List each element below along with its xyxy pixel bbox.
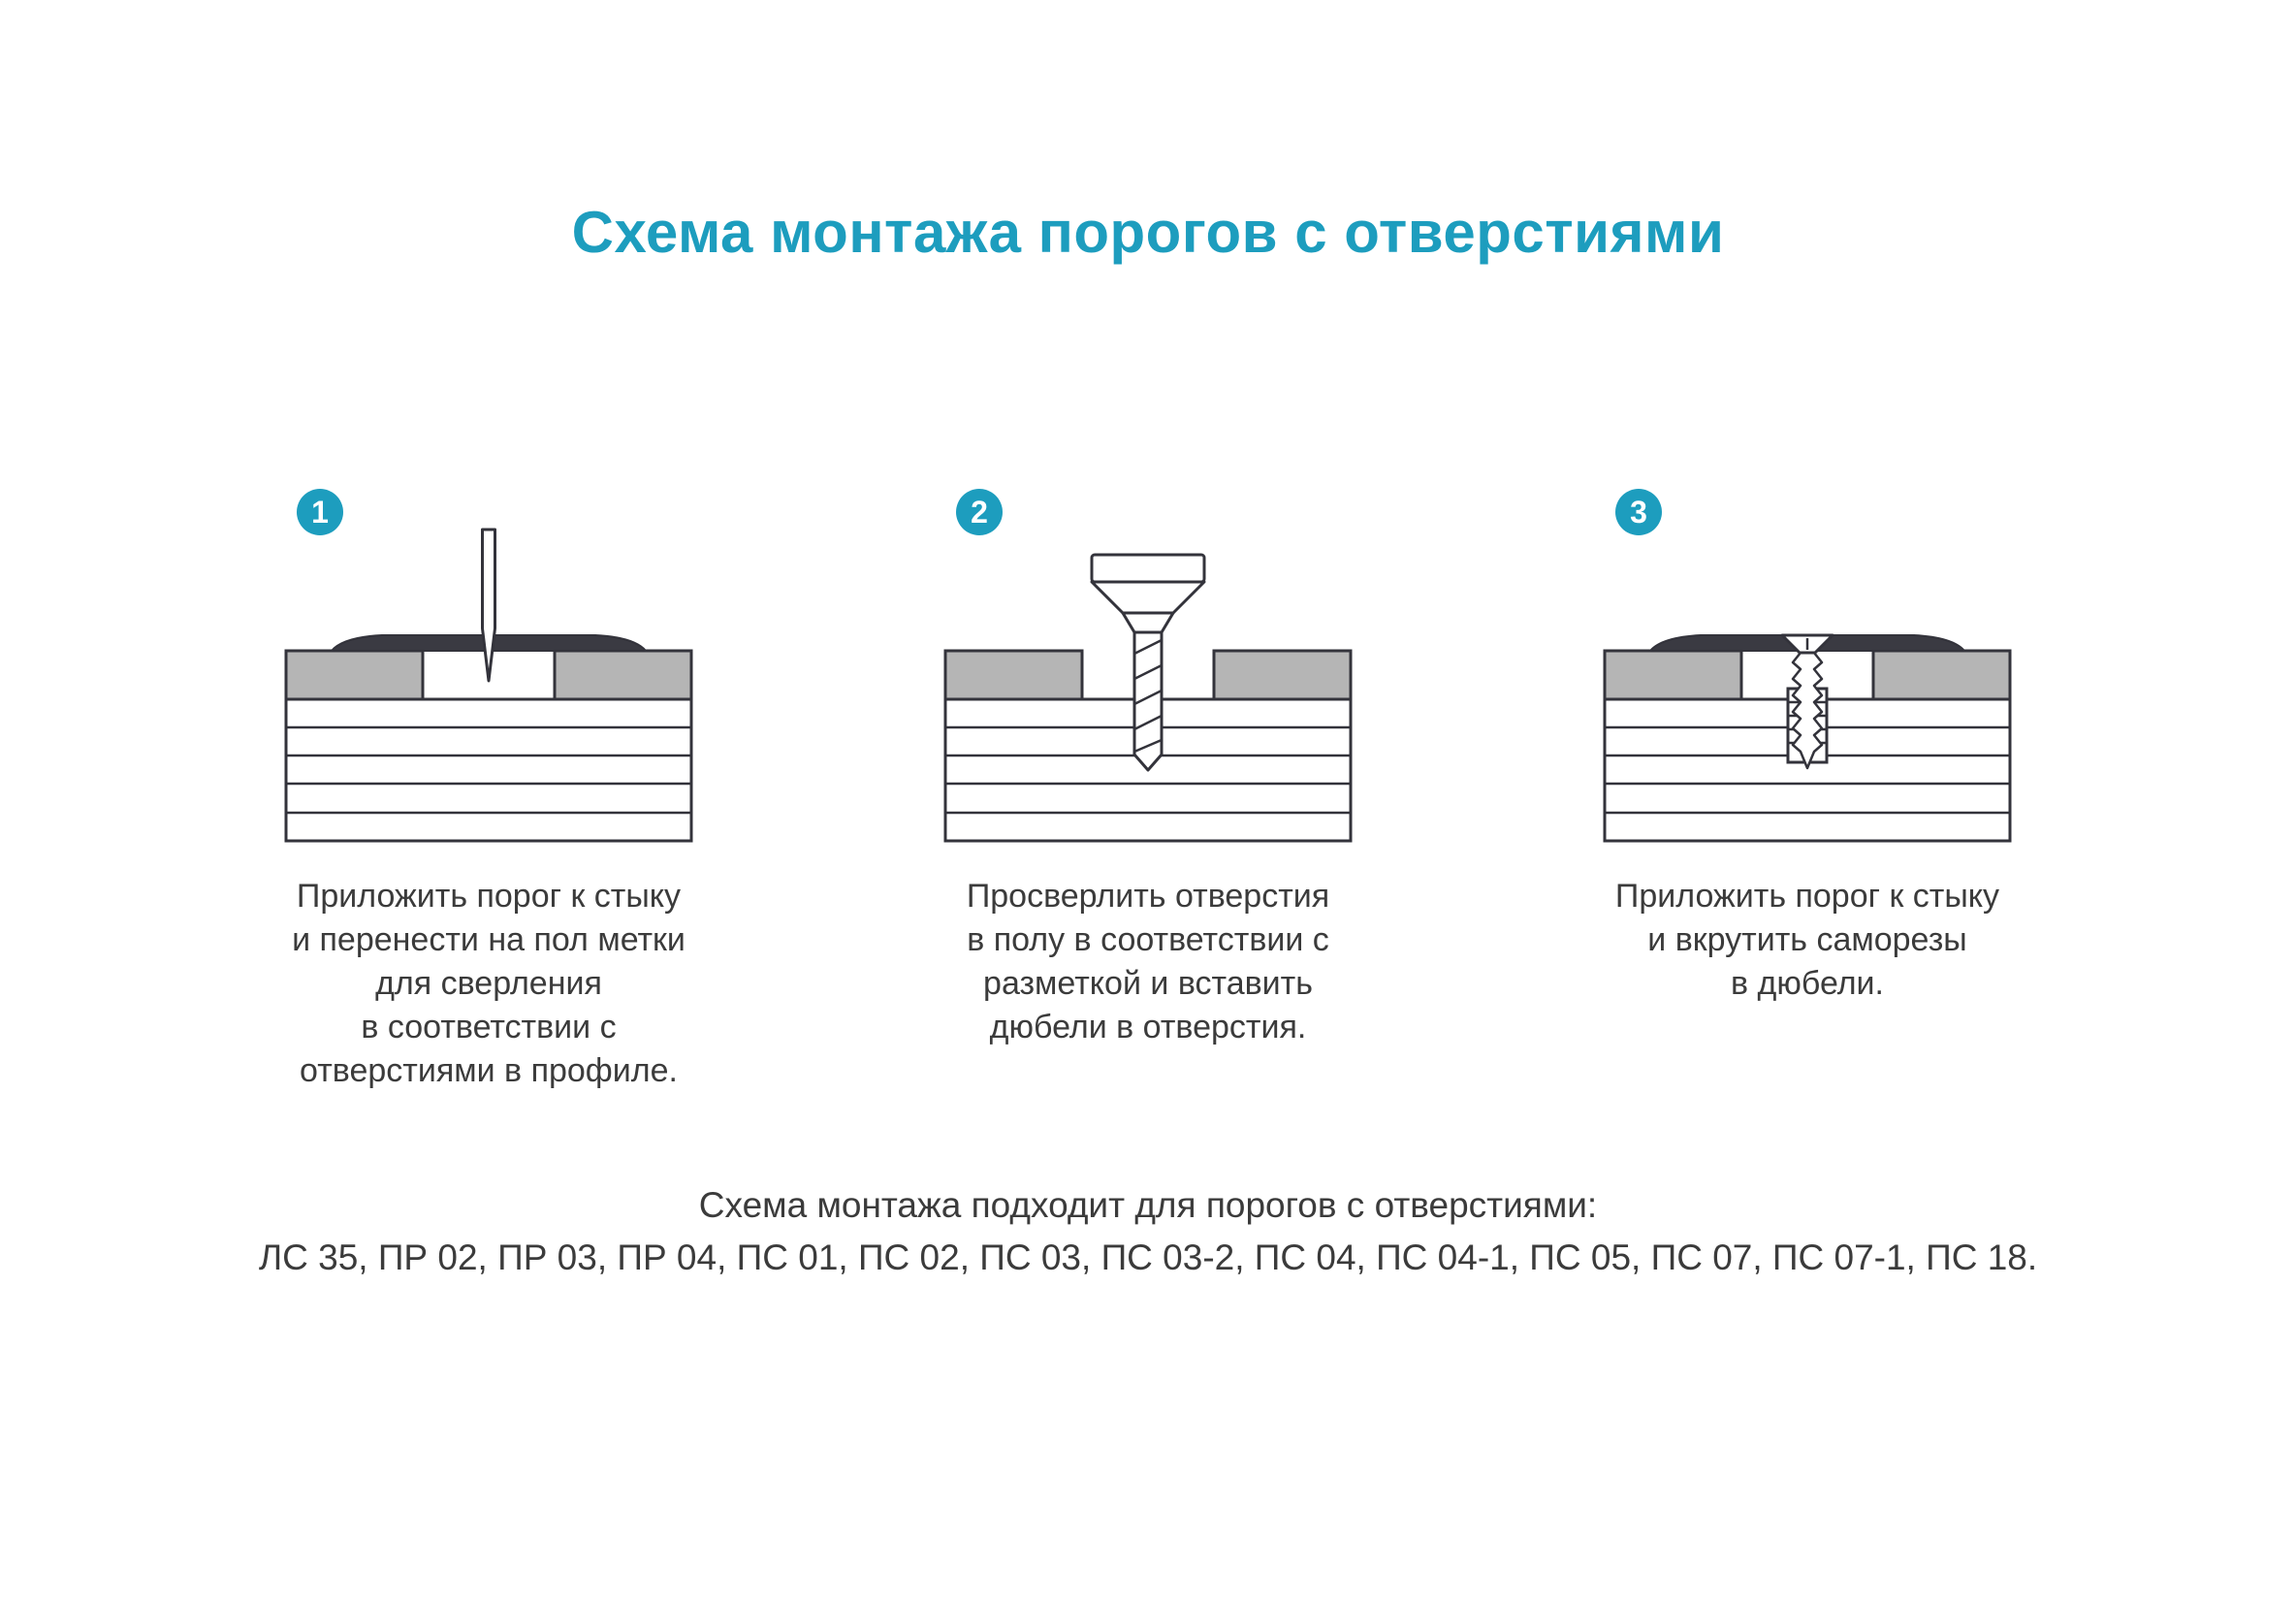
step-2-caption: Просверлить отверстия в полу в соответст… — [966, 878, 1330, 1045]
marking-awl-icon — [481, 528, 496, 683]
floor-covering-right — [1212, 649, 1353, 701]
step-1: 1 Приложить порог к стыку и перенести на… — [275, 489, 702, 1092]
step-1-diagram — [284, 528, 693, 843]
step-3-caption: Приложить порог к стыку и вкрутить самор… — [1614, 878, 2000, 1002]
footer-note: Схема монтажа подходит для порогов с отв… — [0, 1179, 2296, 1283]
step-1-number-badge: 1 — [297, 489, 343, 535]
step-1-number: 1 — [311, 494, 329, 530]
screw-thread — [1791, 651, 1824, 770]
floor-covering-left — [284, 649, 425, 701]
drill-bit-icon — [1132, 630, 1164, 772]
steps-row: 1 Приложить порог к стыку и перенести на… — [0, 489, 2296, 1092]
step-3-diagram — [1603, 633, 2012, 843]
step-2-number-badge: 2 — [956, 489, 1003, 535]
step-3: 3 — [1594, 489, 2021, 1092]
footer-line-1: Схема монтажа подходит для порогов с отв… — [698, 1185, 1598, 1226]
step-3-number-badge: 3 — [1615, 489, 1662, 535]
step-2-number: 2 — [971, 494, 988, 530]
floor-covering-left — [943, 649, 1084, 701]
footer-line-2: ЛС 35, ПР 02, ПР 03, ПР 04, ПС 01, ПС 02… — [258, 1238, 2038, 1278]
step-2-diagram — [943, 553, 1353, 843]
step-3-number: 3 — [1630, 494, 1647, 530]
floor-covering-right — [1871, 649, 2012, 701]
screw-icon — [1780, 633, 1834, 770]
subfloor-layers — [284, 697, 693, 843]
step-1-caption: Приложить порог к стыку и перенести на п… — [292, 878, 686, 1089]
floor-covering-left — [1603, 649, 1743, 701]
floor-covering-right — [553, 649, 693, 701]
drill-icon — [1090, 553, 1206, 772]
page-title: Схема монтажа порогов с отверстиями — [571, 200, 1725, 265]
step-2: 2 Просвер — [935, 489, 1361, 1092]
